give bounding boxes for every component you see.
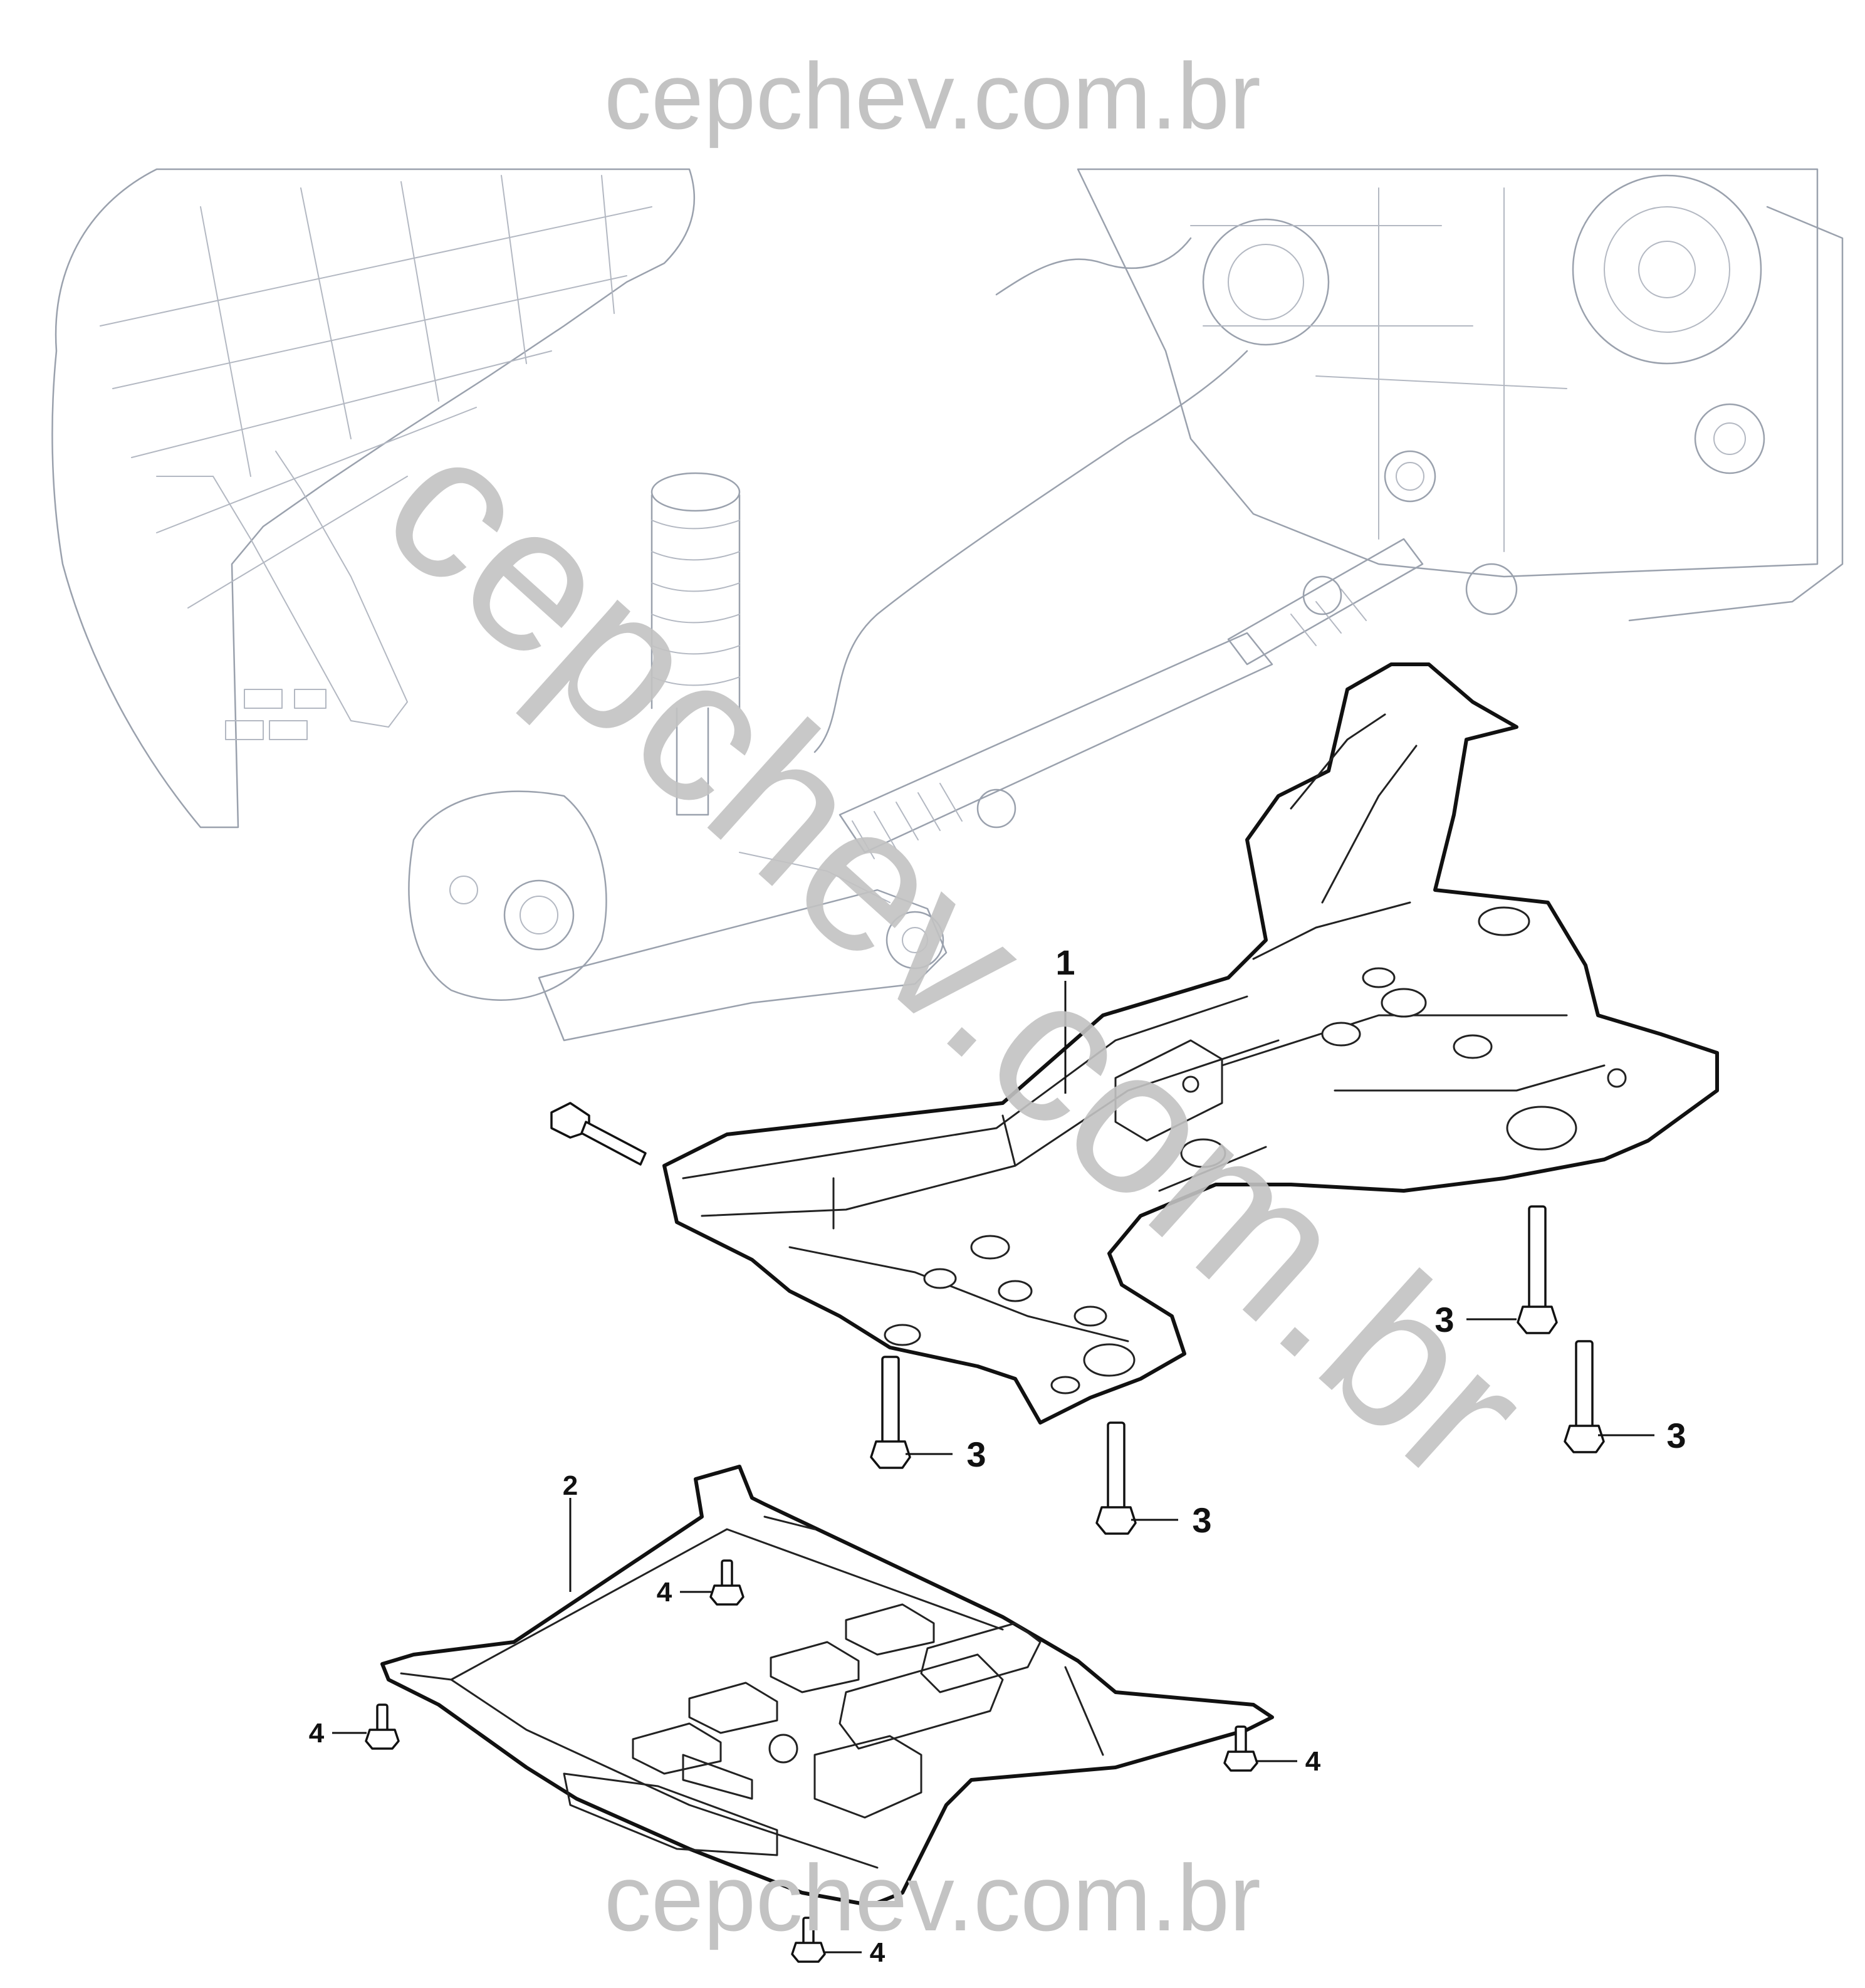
callout-2: 2 [563,1470,578,1501]
callout-4-b: 4 [309,1718,325,1749]
part-1-front-crossmember [662,662,1719,1425]
callout-3-b: 3 [1192,1500,1211,1540]
engine-transmission [1077,168,1844,622]
bolt-3-c [1517,1205,1558,1334]
bolt-3-b [1095,1421,1137,1535]
watermark-top: cepchev.com.br [604,43,1261,149]
left-knuckle-hub [408,790,607,1001]
bolt-3-a [870,1356,911,1469]
part-2-underbody-shield [380,1465,1274,1907]
callout-labels: 1 2 3 3 3 3 4 4 4 4 [309,943,1686,1968]
background-vehicle-assembly [51,168,1844,1042]
bolt-4-a [709,1559,744,1606]
callout-3-d: 3 [1666,1416,1686,1455]
steering-gear-rack [838,538,1424,859]
left-strut-spring [650,472,741,816]
bolt-4-c [1223,1725,1258,1772]
lower-control-arm [538,852,948,1042]
wheel-arch-liner [51,168,696,829]
bolt-4-d [791,1917,826,1963]
callout-3-a: 3 [966,1435,986,1474]
callout-4-c: 4 [1305,1746,1321,1777]
callout-1: 1 [1055,943,1075,982]
callout-4-d: 4 [870,1937,885,1968]
watermark-bottom: cepchev.com.br [604,1845,1261,1950]
frame-long-bolt [550,1102,647,1166]
bolt-3-d [1564,1340,1605,1453]
bolt-3-group [870,1205,1605,1535]
brake-line-upper [995,237,1192,296]
bolt-4-b [365,1703,400,1750]
bolt-4-group [365,1559,1258,1963]
callout-3-c: 3 [1434,1300,1454,1339]
leader-lines [332,981,1654,1954]
callout-4-a: 4 [657,1577,672,1608]
brake-line [813,350,1248,753]
